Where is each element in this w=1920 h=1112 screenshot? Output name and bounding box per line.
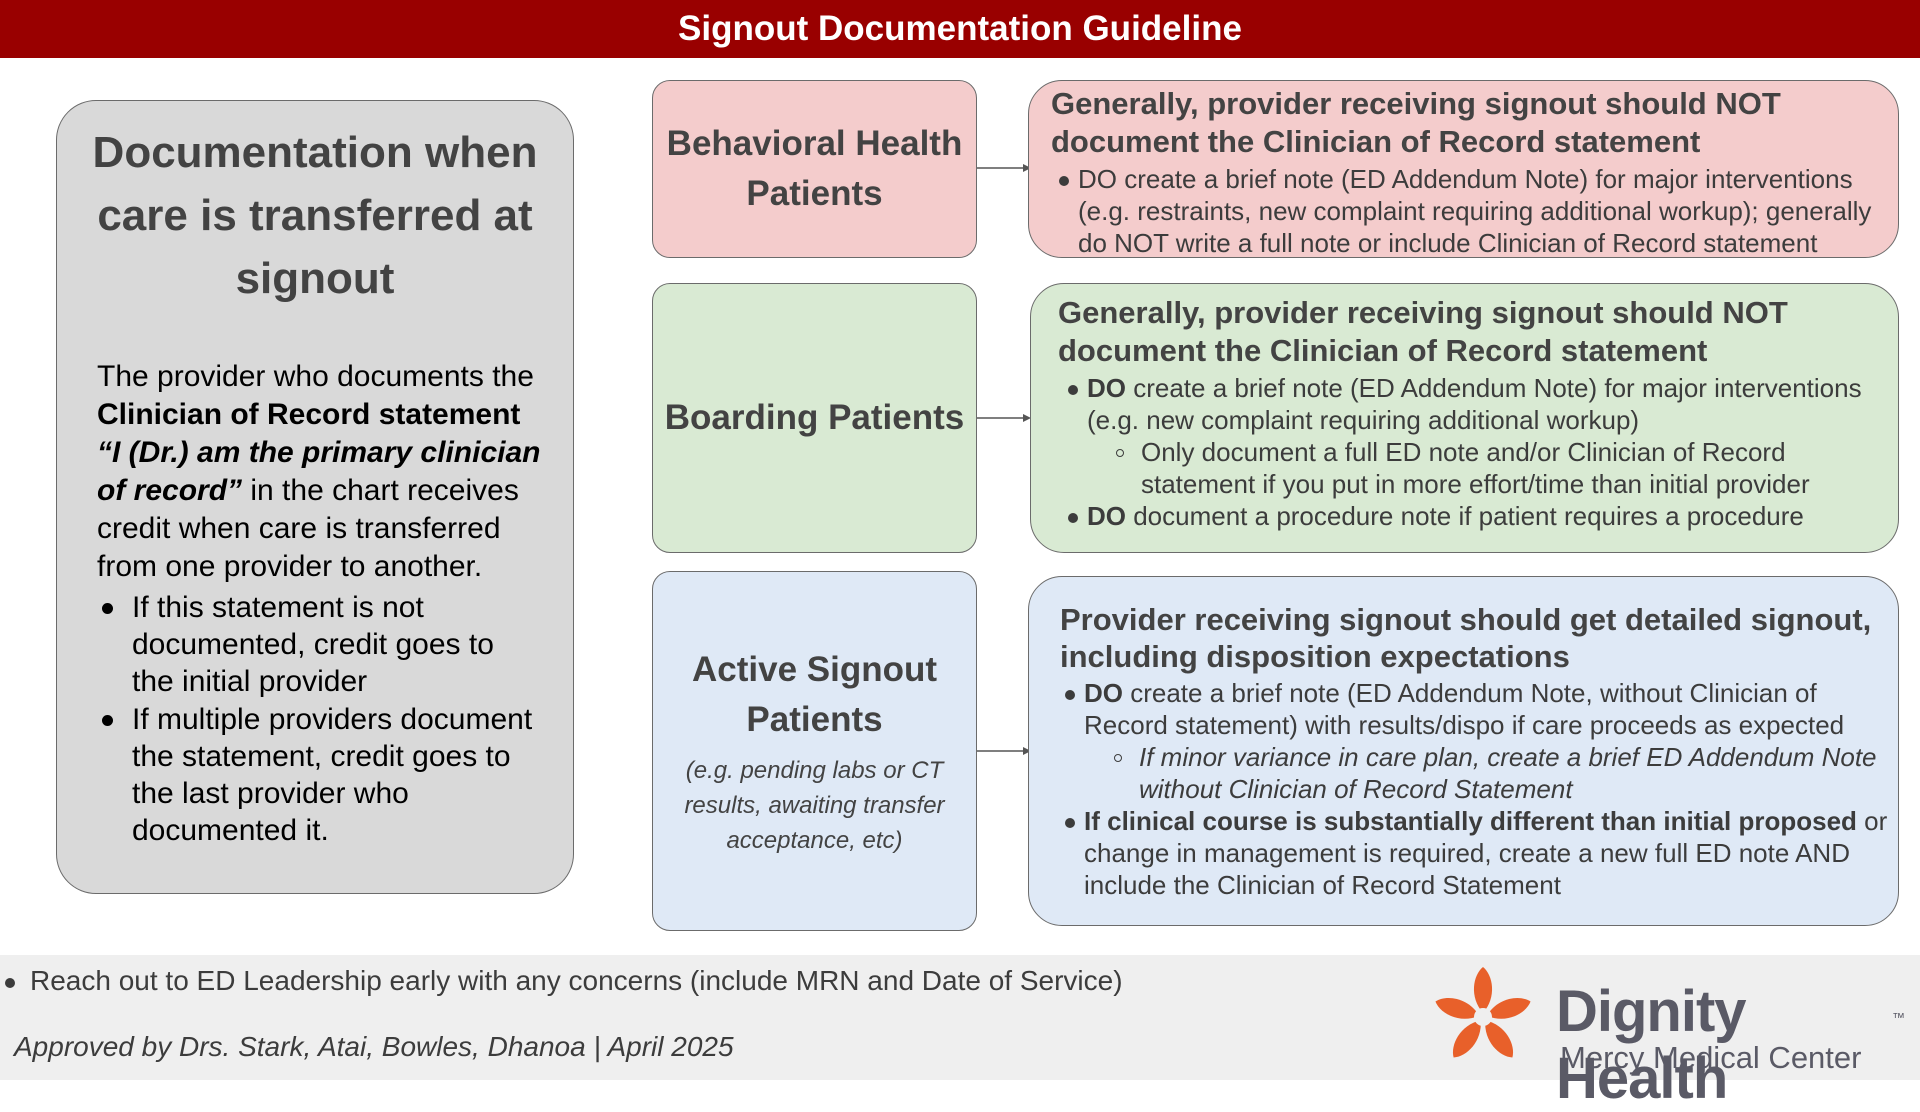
- panel-bullet: If this statement is not documented, cre…: [102, 589, 543, 700]
- detail-title: Generally, provider receiving signout sh…: [1058, 295, 1788, 368]
- bullet-bold: If clinical course is substantially diff…: [1084, 806, 1857, 836]
- arrow-icon: [977, 414, 1031, 422]
- panel-bullet: If multiple providers document the state…: [102, 701, 543, 849]
- transfer-documentation-panel: Documentation when care is transferred a…: [56, 100, 574, 894]
- category-subtitle: (e.g. pending labs or CT results, awaiti…: [684, 756, 945, 854]
- detail-title: Generally, provider receiving signout sh…: [1051, 86, 1781, 159]
- bullet-text: document a procedure note if patient req…: [1126, 501, 1804, 531]
- detail-sub-bullet: If minor variance in care plan, create a…: [1114, 741, 1888, 805]
- detail-active-signout: Provider receiving signout should get de…: [1028, 576, 1899, 926]
- intro-text-1: The provider who documents the: [97, 360, 534, 393]
- footer: Reach out to ED Leadership early with an…: [0, 955, 1920, 1080]
- logo-trademark: ™: [1892, 1010, 1905, 1025]
- bullet-bold: DO: [1087, 501, 1126, 531]
- approval-note: Approved by Drs. Stark, Atai, Bowles, Dh…: [14, 1031, 734, 1062]
- reach-out-note: Reach out to ED Leadership early with an…: [30, 965, 1123, 996]
- category-active-signout: Active Signout Patients (e.g. pending la…: [652, 571, 977, 931]
- category-boarding: Boarding Patients: [652, 283, 977, 553]
- panel-bullet-list: If this statement is not documented, cre…: [87, 589, 543, 849]
- detail-bullet: DO create a brief note (ED Addendum Note…: [1068, 372, 1890, 436]
- bullet-bold: DO: [1087, 373, 1126, 403]
- arrow-icon: [977, 164, 1031, 172]
- dignity-health-logo-icon: [1435, 967, 1531, 1058]
- category-title: Boarding Patients: [664, 398, 965, 437]
- logo-subtitle: Mercy Medical Center: [1560, 1040, 1862, 1075]
- intro-text-2: in the chart receives credit when care i…: [97, 474, 519, 583]
- panel-intro: The provider who documents the Clinician…: [87, 358, 543, 586]
- detail-bullet: DO document a procedure note if patient …: [1068, 500, 1890, 532]
- category-title: Active Signout Patients: [691, 649, 938, 739]
- bullet-text: create a brief note (ED Addendum Note) f…: [1087, 373, 1862, 435]
- intro-quote: “I (Dr.) am the primary clinician of rec…: [97, 436, 541, 507]
- arrow-icon: [977, 747, 1031, 755]
- detail-boarding: Generally, provider receiving signout sh…: [1030, 283, 1899, 553]
- detail-behavioral-health: Generally, provider receiving signout sh…: [1028, 80, 1899, 258]
- bullet-icon: [5, 978, 15, 988]
- intro-bold: Clinician of Record statement: [97, 398, 521, 431]
- bullet-text: or change in management is required, cre…: [1084, 806, 1888, 900]
- bullet-bold: DO: [1084, 678, 1123, 708]
- category-title: Behavioral Health Patients: [666, 124, 963, 213]
- detail-bullet: If clinical course is substantially diff…: [1065, 805, 1888, 901]
- detail-bullet: DO create a brief note (ED Addendum Note…: [1065, 677, 1888, 741]
- detail-bullet: DO create a brief note (ED Addendum Note…: [1059, 163, 1890, 259]
- detail-title: Provider receiving signout should get de…: [1060, 602, 1872, 674]
- category-behavioral-health: Behavioral Health Patients: [652, 80, 977, 258]
- detail-sub-bullet: Only document a full ED note and/or Clin…: [1116, 436, 1890, 500]
- panel-heading: Documentation when care is transferred a…: [92, 128, 538, 303]
- bullet-text: create a brief note (ED Addendum Note, w…: [1084, 678, 1845, 740]
- page-title: Signout Documentation Guideline: [0, 0, 1920, 58]
